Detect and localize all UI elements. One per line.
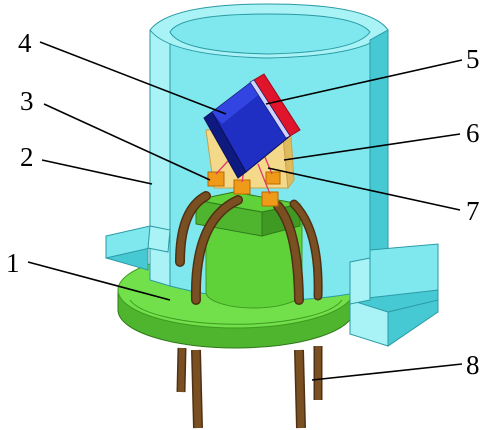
callout-7: 7: [466, 196, 480, 226]
cap-cut-edge: [148, 226, 170, 252]
leader-8: [312, 364, 462, 380]
callout-8: 8: [466, 350, 480, 380]
callout-1: 1: [6, 248, 20, 278]
leader-2: [42, 160, 152, 184]
external-leads: [181, 346, 318, 428]
callout-4: 4: [18, 28, 32, 58]
callout-6: 6: [466, 118, 480, 148]
callout-5: 5: [466, 44, 480, 74]
callout-3: 3: [20, 86, 34, 116]
callout-2: 2: [20, 142, 34, 172]
